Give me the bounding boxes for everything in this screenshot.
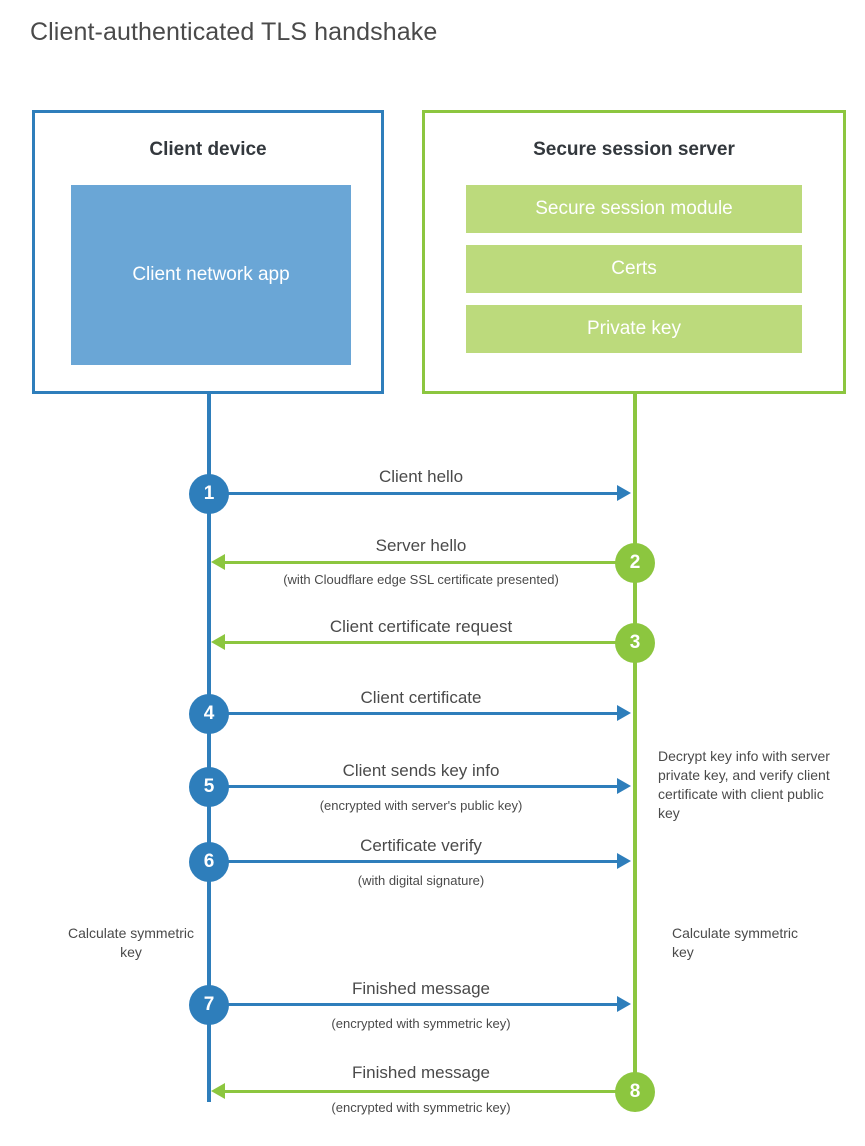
client-calculate-symmetric-key-note: Calculate symmetric key: [67, 925, 195, 960]
message-label-1: Client hello: [378, 467, 464, 486]
arrow-head-right-icon: [617, 853, 631, 869]
message-label-3: Client certificate request: [329, 617, 513, 636]
message-label-4: Client certificate: [360, 688, 482, 707]
message-sub-6: (with digital signature): [357, 873, 485, 888]
step-badge-7[interactable]: 7: [189, 985, 229, 1025]
step-badge-6[interactable]: 6: [189, 842, 229, 882]
message-line-5: [209, 785, 617, 788]
page-title: Client-authenticated TLS handshake: [30, 18, 438, 46]
server-module-secure-session: Secure session module: [466, 185, 802, 233]
arrow-head-left-icon: [211, 634, 225, 650]
step-badge-4[interactable]: 4: [189, 694, 229, 734]
step-badge-5[interactable]: 5: [189, 767, 229, 807]
server-calculate-symmetric-key-note: Calculate symmetric key: [672, 925, 799, 960]
message-label-6: Certificate verify: [360, 836, 482, 855]
step-badge-2[interactable]: 2: [615, 543, 655, 583]
client-device-title: Client device: [149, 139, 267, 160]
client-device-box: Client device Client network app: [32, 110, 384, 394]
step-badge-3[interactable]: 3: [615, 623, 655, 663]
message-line-3: [225, 641, 633, 644]
arrow-head-right-icon: [617, 705, 631, 721]
server-module-list: Secure session module Certs Private key: [466, 185, 802, 353]
arrow-head-right-icon: [617, 778, 631, 794]
message-line-2: [225, 561, 633, 564]
server-module-certs: Certs: [466, 245, 802, 293]
message-sub-7: (encrypted with symmetric key): [331, 1016, 511, 1031]
server-decrypt-note: Decrypt key info with server private key…: [658, 748, 830, 821]
arrow-head-left-icon: [211, 1083, 225, 1099]
message-label-5: Client sends key info: [342, 761, 500, 780]
secure-session-server-box: Secure session server Secure session mod…: [422, 110, 846, 394]
message-sub-2: (with Cloudflare edge SSL certificate pr…: [283, 572, 559, 587]
client-network-app: Client network app: [71, 185, 351, 365]
server-lifeline: [633, 392, 637, 1102]
step-badge-1[interactable]: 1: [189, 474, 229, 514]
message-sub-8: (encrypted with symmetric key): [331, 1100, 511, 1115]
message-label-8: Finished message: [352, 1063, 490, 1082]
message-sub-5: (encrypted with server's public key): [319, 798, 523, 813]
message-line-8: [225, 1090, 633, 1093]
client-lifeline: [207, 392, 211, 1102]
message-line-4: [209, 712, 617, 715]
message-label-2: Server hello: [375, 536, 467, 555]
message-line-7: [209, 1003, 617, 1006]
step-badge-8[interactable]: 8: [615, 1072, 655, 1112]
message-line-1: [209, 492, 617, 495]
arrow-head-right-icon: [617, 485, 631, 501]
arrow-head-right-icon: [617, 996, 631, 1012]
secure-session-server-title: Secure session server: [533, 139, 735, 160]
message-line-6: [209, 860, 617, 863]
arrow-head-left-icon: [211, 554, 225, 570]
message-label-7: Finished message: [352, 979, 490, 998]
server-module-private-key: Private key: [466, 305, 802, 353]
